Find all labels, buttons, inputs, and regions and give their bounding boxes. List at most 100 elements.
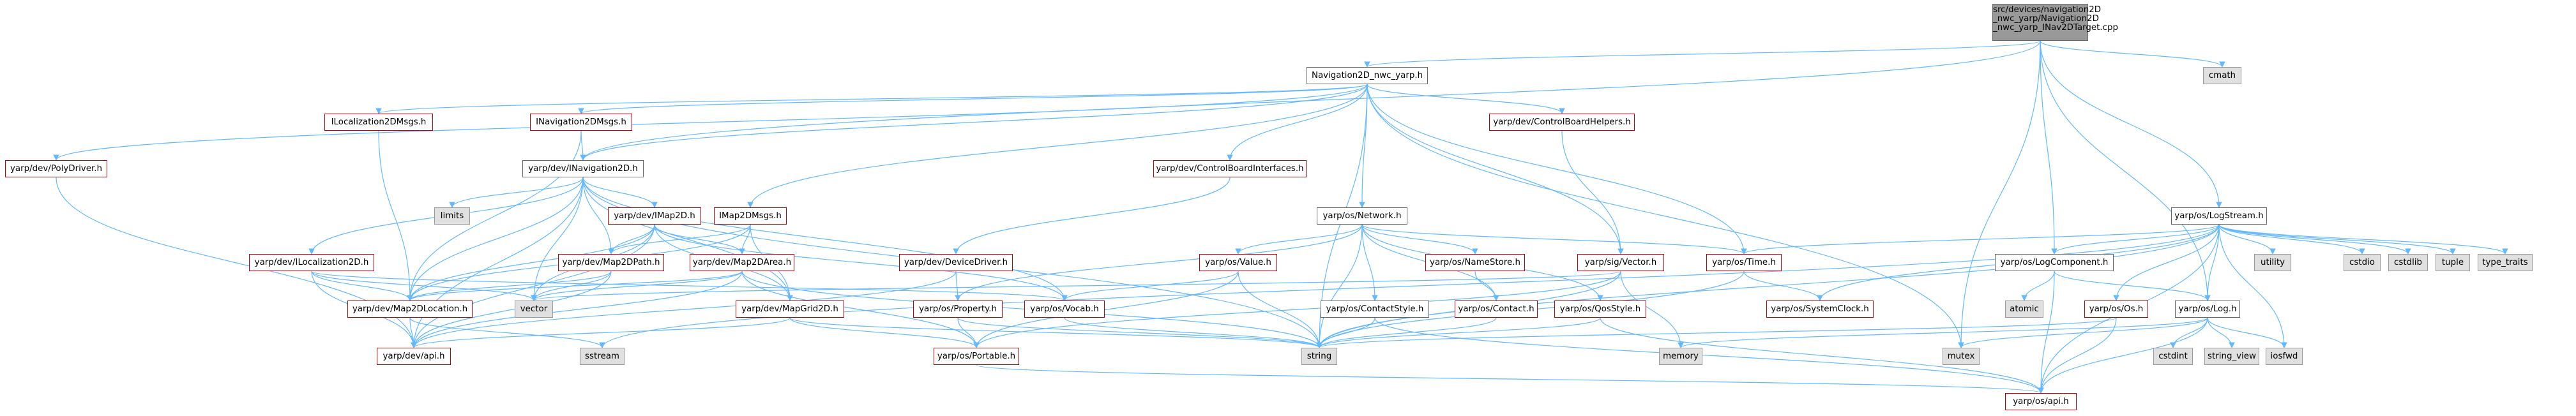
atomic-node[interactable]: atomic — [2005, 301, 2043, 318]
edge-root-to-nav_nwc — [1364, 40, 2041, 68]
portable-node[interactable]: yarp/os/Portable.h — [934, 348, 1019, 365]
edge-vector-to-portable — [973, 271, 1621, 348]
ilocalization2d-node[interactable]: yarp/dev/ILocalization2D.h — [249, 254, 374, 271]
edge-logstream-to-utility — [2218, 224, 2276, 255]
memory-node[interactable]: memory — [1659, 348, 1702, 365]
edge-nav_nwc-to-cbi — [1227, 84, 1368, 161]
controlboardinterfaces-node[interactable]: yarp/dev/ControlBoardInterfaces.h — [1153, 160, 1307, 177]
edge-inav2d-to-vocab — [582, 177, 1068, 301]
edge-root-to-cmath — [2040, 40, 2225, 68]
vocab-node[interactable]: yarp/os/Vocab.h — [1024, 301, 1105, 318]
edge-inav2d-to-map2dloc — [407, 177, 584, 301]
time-node[interactable]: yarp/os/Time.h — [1706, 254, 1782, 271]
imap2dmsgs-node[interactable]: IMap2DMsgs.h — [714, 207, 787, 225]
limits-node[interactable]: limits — [434, 207, 470, 225]
edge-network-to-string — [1316, 224, 1363, 348]
edge-map2dpath-to-map2dloc — [407, 271, 612, 301]
contact-node[interactable]: yarp/os/Contact.h — [1455, 301, 1538, 318]
edge-contact-to-string — [1316, 317, 1497, 348]
tuple-node[interactable]: tuple — [2436, 254, 2470, 271]
edge-portable-to-osapi — [976, 364, 2044, 394]
edge-logcomp-to-atomic — [2021, 271, 2055, 301]
sig-vector-node[interactable]: yarp/sig/Vector.h — [1577, 254, 1664, 271]
edge-nav_nwc-to-vector — [1367, 84, 1624, 255]
iosfwd-node[interactable]: iosfwd — [2266, 348, 2303, 365]
cstdlib-node[interactable]: cstdlib — [2388, 254, 2428, 271]
edge-cbhelpers-to-vector — [1561, 130, 1624, 255]
edge-os-to-string — [1316, 317, 2117, 348]
edge-ilocmsgs-to-map2dloc — [378, 130, 413, 301]
edge-map2darea-to-vec — [531, 271, 743, 301]
edge-network-to-contactstyle — [1361, 224, 1378, 301]
map2dlocation-node[interactable]: yarp/dev/Map2DLocation.h — [347, 301, 473, 318]
vector-std-node[interactable]: vector — [515, 301, 553, 318]
edge-log-to-iosfwd — [2207, 317, 2287, 348]
edge-cbi-to-devdriver — [953, 177, 1231, 255]
edge-property-to-string — [957, 317, 1322, 348]
controlboardhelpers-node[interactable]: yarp/dev/ControlBoardHelpers.h — [1489, 114, 1635, 131]
log-node[interactable]: yarp/os/Log.h — [2175, 301, 2240, 318]
devicedriver-node[interactable]: yarp/dev/DeviceDriver.h — [899, 254, 1013, 271]
polydriver-node[interactable]: yarp/dev/PolyDriver.h — [5, 160, 107, 177]
cstdint-node[interactable]: cstdint — [2153, 348, 2193, 365]
imap2d-node[interactable]: yarp/dev/IMap2D.h — [608, 207, 701, 225]
edge-logstream-to-sstream — [599, 224, 2220, 348]
contactstyle-node[interactable]: yarp/os/ContactStyle.h — [1321, 301, 1429, 318]
edge-imap2d-to-devapi — [411, 224, 655, 348]
edge-root-to-log — [2040, 40, 2211, 301]
edge-mapgrid-to-string — [789, 317, 1322, 348]
edge-network-to-value — [1235, 224, 1363, 255]
property-node[interactable]: yarp/os/Property.h — [913, 301, 1003, 318]
ilocalization2dmsgs-node[interactable]: ILocalization2DMsgs.h — [324, 114, 433, 131]
edge-value-to-portable — [973, 271, 1239, 348]
edge-logstream-to-cstdlib — [2218, 224, 2411, 255]
type-traits-node[interactable]: type_traits — [2478, 254, 2533, 271]
root-file-node: src/devices/navigation2D_nwc_yarp/Naviga… — [1992, 4, 2118, 41]
string-view-node[interactable]: string_view — [2204, 348, 2259, 365]
map2darea-node[interactable]: yarp/dev/Map2DArea.h — [690, 254, 794, 271]
inavigation2d-node[interactable]: yarp/dev/INavigation2D.h — [522, 160, 644, 177]
edge-nav_nwc-to-cbhelpers — [1367, 84, 1565, 114]
edge-inav2d-to-map2dpath — [582, 177, 614, 255]
os-node[interactable]: yarp/os/Os.h — [2084, 301, 2148, 318]
logcomponent-node[interactable]: yarp/os/LogComponent.h — [1995, 254, 2114, 271]
edge-root-to-logstream — [2040, 40, 2222, 208]
edge-logstream-to-iosfwd — [2218, 224, 2287, 348]
edge-map2dloc-to-sstream — [409, 317, 605, 348]
logstream-node[interactable]: yarp/os/LogStream.h — [2171, 207, 2267, 225]
edge-mapgrid-to-devapi — [411, 317, 791, 348]
edge-imap2dmsgs-to-map2dpath — [608, 224, 751, 255]
value-node[interactable]: yarp/os/Value.h — [1199, 254, 1277, 271]
os-api-node[interactable]: yarp/os/api.h — [2005, 393, 2077, 410]
string-node[interactable]: string — [1301, 348, 1337, 365]
edge-nav_nwc-to-polydrv — [53, 84, 1368, 161]
edge-imap2d-to-map2dpath — [608, 224, 655, 255]
edge-log-to-mutex — [1958, 317, 2208, 348]
edge-logstream-to-type_traits — [2218, 224, 2508, 255]
namestore-node[interactable]: yarp/os/NameStore.h — [1425, 254, 1525, 271]
qosstyle-node[interactable]: yarp/os/QosStyle.h — [1554, 301, 1646, 318]
edge-iloc2d-to-vocab — [311, 271, 1068, 301]
navigation2d-nwc-yarp-node[interactable]: Navigation2D_nwc_yarp.h — [1307, 67, 1428, 84]
mapgrid2d-node[interactable]: yarp/dev/MapGrid2D.h — [736, 301, 844, 318]
dev-api-node[interactable]: yarp/dev/api.h — [377, 348, 451, 365]
edge-inav2d-to-limits — [449, 177, 584, 208]
systemclock-node[interactable]: yarp/os/SystemClock.h — [1766, 301, 1874, 318]
network-node[interactable]: yarp/os/Network.h — [1317, 207, 1407, 225]
mutex-node[interactable]: mutex — [1943, 348, 1980, 365]
inavigation2dmsgs-node[interactable]: INavigation2DMsgs.h — [530, 114, 632, 131]
cmath-node[interactable]: cmath — [2203, 67, 2241, 84]
edge-vector-to-memory — [1620, 271, 1684, 348]
edge-devdriver-to-devapi — [411, 271, 957, 348]
edge-devdriver-to-property — [955, 271, 961, 301]
edge-log-to-string_view — [2207, 317, 2235, 348]
edge-nav_nwc-to-mutex — [1367, 84, 1964, 348]
cstdio-node[interactable]: cstdio — [2344, 254, 2381, 271]
edge-iloc2d-to-vec — [311, 271, 537, 301]
edge-imap2d-to-map2darea — [654, 224, 745, 255]
sstream-node[interactable]: sstream — [580, 348, 625, 365]
edge-time-to-sysclock — [1743, 271, 1823, 301]
utility-node[interactable]: utility — [2254, 254, 2291, 271]
map2dpath-node[interactable]: yarp/dev/Map2DPath.h — [558, 254, 664, 271]
edge-nav_nwc-to-inav2d — [580, 84, 1368, 161]
